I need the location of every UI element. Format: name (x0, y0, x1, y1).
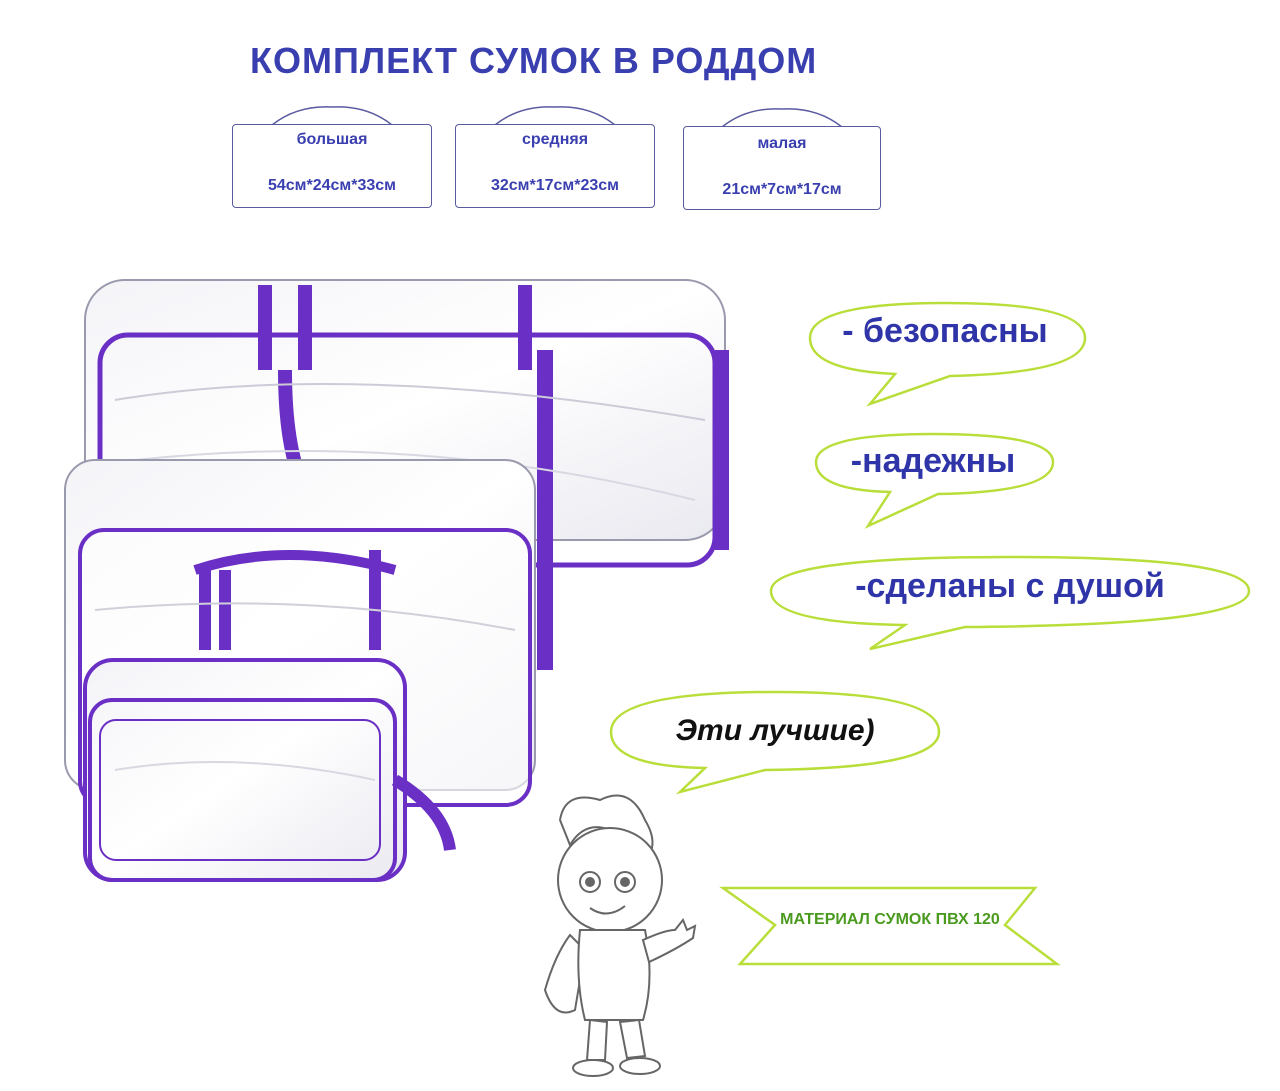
speech-bubble-shape (814, 432, 1055, 529)
material-badge-shape (719, 886, 1061, 966)
bag-handle-icon (271, 106, 393, 125)
bag-handle-icon (494, 106, 616, 125)
page-title: КОМПЛЕКТ СУМОК В РОДДОМ (250, 40, 818, 81)
material-badge: МАТЕРИАЛ СУМОК ПВХ 120 (715, 880, 1065, 970)
speech-bubble-soul: -сделаны с душой (765, 553, 1255, 653)
speech-bubble-reliable: -надежны (808, 430, 1058, 530)
bag-handle-icon (721, 108, 843, 127)
size-dims-small: 21см*7см*17см (722, 181, 842, 198)
size-card-large: большая 54см*24см*33см (232, 106, 432, 208)
speech-bubble-shape (808, 301, 1087, 407)
small-bag (83, 658, 456, 882)
cartoon-boy-illustration (543, 794, 697, 1077)
speech-bubble-best: Эти лучшие) (605, 686, 945, 796)
size-name-small: малая (757, 135, 807, 152)
size-name-large: большая (296, 131, 368, 148)
size-name-medium: средняя (521, 131, 589, 148)
speech-bubble-safe: - безопасны (800, 298, 1090, 408)
speech-bubble-shape (769, 555, 1251, 651)
bubble-text-safe: - безопасны (842, 312, 1048, 350)
size-dims-large: 54см*24см*33см (267, 177, 397, 194)
size-dims-medium: 32см*17см*23см (490, 177, 620, 194)
bubble-text-reliable: -надежны (850, 442, 1016, 480)
size-card-medium: средняя 32см*17см*23см (455, 106, 655, 208)
bubble-text-soul: -сделаны с душой (855, 567, 1165, 605)
bubble-text-best: Эти лучшие) (675, 714, 875, 747)
size-card-small: малая 21см*7см*17см (683, 108, 881, 210)
material-text: МАТЕРИАЛ СУМОК ПВХ 120 (780, 911, 1000, 928)
speech-bubble-shape (609, 690, 941, 795)
bag-set-image (64, 279, 729, 882)
